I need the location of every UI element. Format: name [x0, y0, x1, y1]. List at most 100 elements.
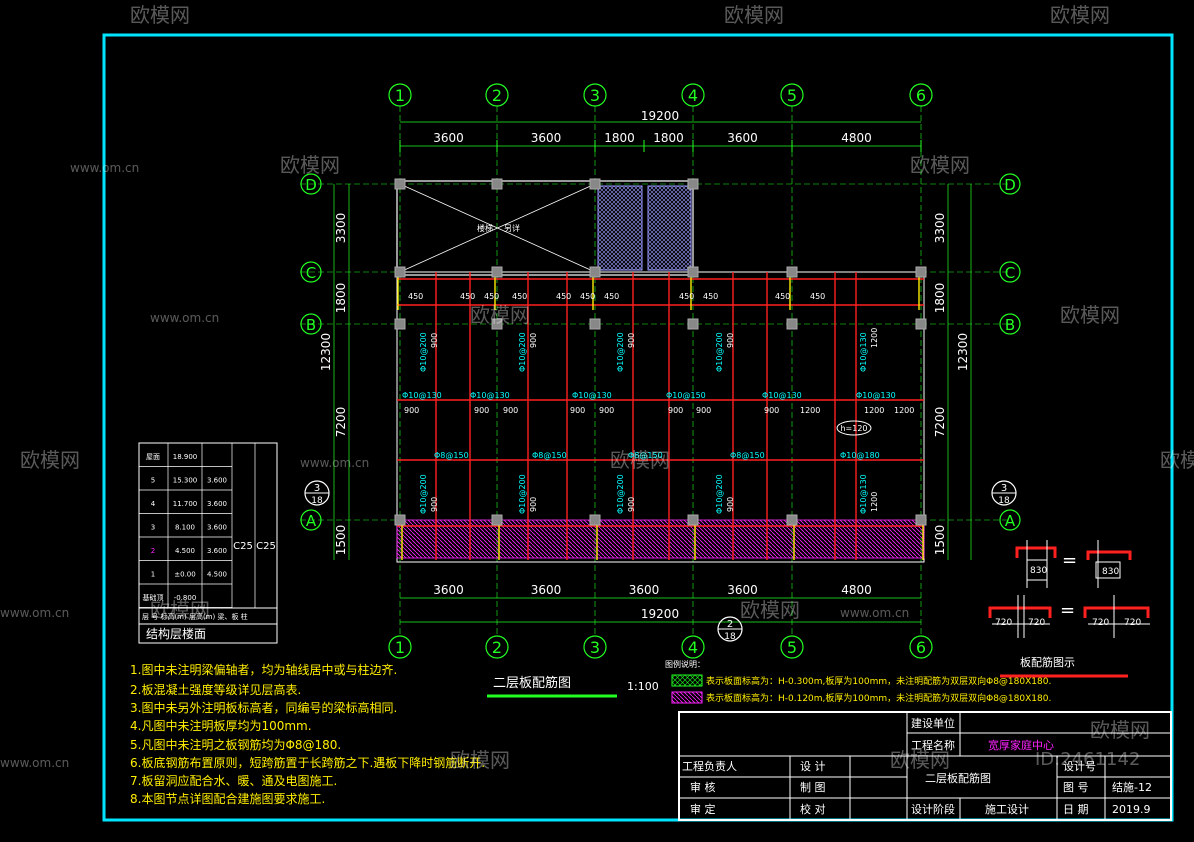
table-elev: 11.700: [173, 500, 198, 508]
note-8: 8.本图节点详图配合建施图要求施工.: [130, 791, 325, 806]
rebar-label: Φ10@200: [419, 332, 428, 372]
legend-swatch-1: [671, 674, 703, 687]
void-label: 楼梯: [477, 223, 493, 233]
axis-label-2: 2: [492, 86, 502, 105]
section-mark-sheet: 18: [724, 632, 736, 642]
rebar-label: 900: [529, 497, 538, 512]
note-5: 5.凡图中未注明之板钢筋均为Φ8@180.: [130, 737, 341, 752]
rebar-label: 900: [696, 406, 711, 415]
dim-left-span: 1500: [334, 525, 348, 556]
note-7: 7.板留洞应配合水、暖、通及电图施工.: [130, 773, 337, 788]
watermark-id: ID:2461142: [1035, 749, 1140, 770]
drawing-title: 二层板配筋图: [493, 675, 571, 691]
axis-label-2: 2: [492, 638, 502, 657]
axis-bubble-6: [909, 83, 933, 107]
rebar-label: 900: [668, 406, 683, 415]
tb-draw: 制 图: [800, 781, 826, 794]
watermark-brand: 欧模网: [610, 448, 670, 472]
table-floor: 4: [151, 500, 156, 508]
rebar-label: Φ10@200: [715, 474, 724, 514]
watermark-brand: 欧模网: [910, 153, 970, 177]
dim-top-span: 1800: [653, 131, 684, 145]
detail-dim-1: 830: [1030, 566, 1047, 576]
column: [915, 514, 927, 526]
detail-dim-3a: 720: [995, 618, 1012, 628]
rebar-label: Φ10@200: [616, 332, 625, 372]
detail-dim-4a: 720: [1092, 618, 1109, 628]
table-elev: 4.500: [175, 547, 195, 555]
column: [687, 178, 699, 190]
rebar-label: 1200: [800, 406, 820, 415]
column: [491, 178, 503, 190]
axis-label-D: D: [1004, 176, 1016, 194]
dim-top-span: 3600: [531, 131, 562, 145]
axis-label-1: 1: [395, 638, 405, 657]
tb-project-name-label: 工程名称: [911, 738, 955, 752]
column: [915, 266, 927, 278]
column: [589, 318, 601, 330]
rebar-label: Φ10@130: [470, 391, 510, 400]
rebar-label: Φ10@200: [518, 332, 527, 372]
axis-label-C: C: [306, 264, 316, 282]
rebar-label: 450: [679, 292, 694, 301]
axis-label-3: 3: [590, 86, 600, 105]
table-elev: 8.100: [175, 524, 195, 532]
tb-check: 校 对: [800, 802, 826, 816]
rebar-label: 900: [726, 333, 735, 348]
legend-item-1: 表示板面标高为：H-0.300m,板厚为100mm，未注明配筋为双层双向Φ8@1…: [706, 675, 1051, 687]
table-height: 3.600: [207, 524, 227, 532]
rebar-label: 900: [430, 497, 439, 512]
rebar-label: Φ10@200: [419, 474, 428, 514]
column: [589, 178, 601, 190]
table-header: 层 号 标高(m) 层高(m) 梁、板 柱: [142, 612, 248, 621]
column: [394, 178, 406, 190]
axis-label-4: 4: [688, 86, 698, 105]
rebar-label: Φ10@130: [856, 391, 896, 400]
table-concrete: C25: [233, 541, 253, 552]
axis-bubble-1: [388, 635, 412, 659]
column: [786, 318, 798, 330]
column: [786, 266, 798, 278]
rebar-label: Φ10@130: [859, 474, 868, 514]
legend-item-2: 表示板面标高为：H-0.120m,板厚为100mm，未注明配筋为双层双向Φ8@1…: [706, 692, 1051, 704]
rebar-label: 900: [627, 497, 636, 512]
dim-bottom-span: 3600: [629, 583, 660, 597]
column: [394, 514, 406, 526]
rebar-label: 450: [484, 292, 499, 301]
watermark-url: www.om.cn: [0, 756, 69, 770]
axis-label-B: B: [306, 316, 316, 334]
section-mark-number: 3: [1001, 483, 1007, 494]
rebar-label: Φ10@130: [402, 391, 442, 400]
axis-label-A: A: [306, 512, 317, 530]
axis-bubble-C: [999, 261, 1021, 283]
detail-caption: 板配筋图示: [1020, 655, 1075, 669]
rebar-label: Φ8@150: [532, 451, 567, 460]
rebar-label: 900: [503, 406, 518, 415]
axis-label-A: A: [1005, 512, 1016, 530]
thickness-tag: h=120: [840, 424, 867, 433]
column: [491, 266, 503, 278]
rebar-label: 450: [460, 292, 475, 301]
detail-dim-4b: 720: [1124, 618, 1141, 628]
tb-design-no-label: 设计号: [1063, 760, 1096, 773]
rebar-label: 450: [703, 292, 718, 301]
dim-right-span: 7200: [933, 407, 947, 438]
column: [687, 514, 699, 526]
column: [786, 514, 798, 526]
axis-bubble-6: [909, 635, 933, 659]
thickness-tag-outline: [836, 420, 872, 436]
axis-bubble-4: [681, 83, 705, 107]
rebar-label: 900: [529, 333, 538, 348]
rebar-label: 450: [408, 292, 423, 301]
watermarks: 欧模网欧模网欧模网欧模网欧模网欧模网欧模网欧模网欧模网欧模网欧模网欧模网欧模网欧…: [0, 3, 1194, 772]
axis-label-5: 5: [787, 638, 797, 657]
column: [394, 266, 406, 278]
column: [589, 514, 601, 526]
rebar-label: 450: [775, 292, 790, 301]
axis-bubble-5: [780, 83, 804, 107]
axis-bubble-B: [300, 313, 322, 335]
axis-bubble-1: [388, 83, 412, 107]
table-floor: 屋面: [146, 453, 160, 461]
rebar-label: 900: [570, 406, 585, 415]
